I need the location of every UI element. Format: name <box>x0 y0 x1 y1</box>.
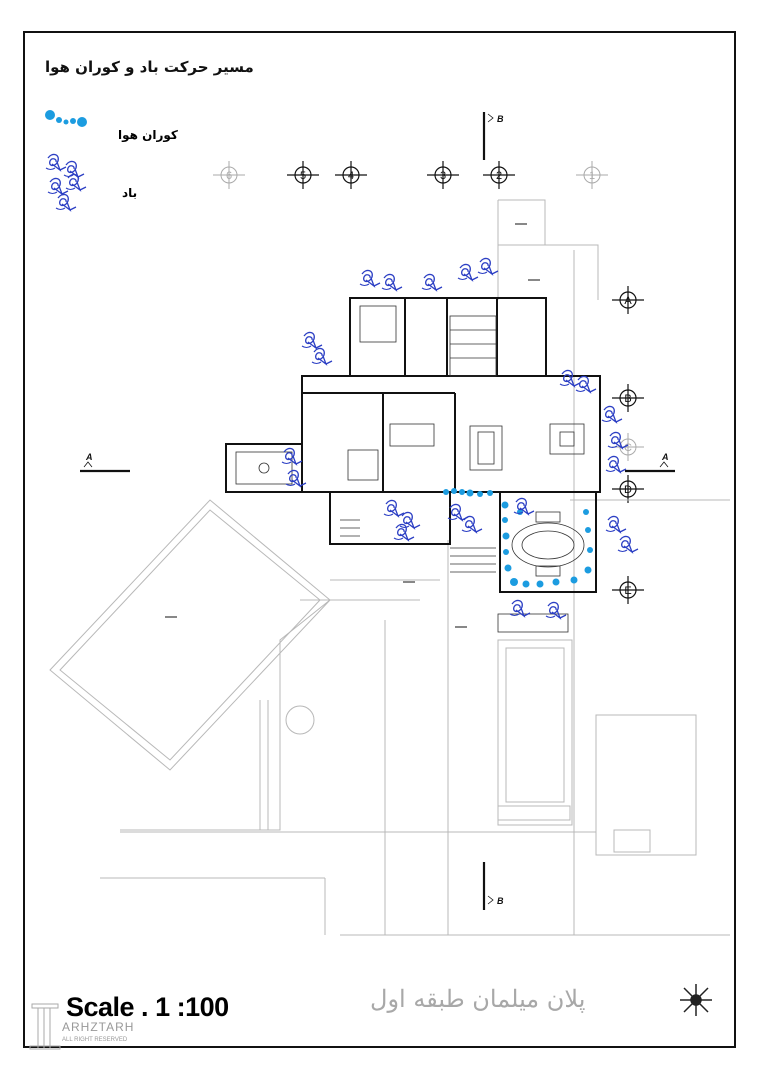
scale-label: Scale . 1 :100 <box>66 992 229 1022</box>
axis-col-1: 1 <box>589 170 595 182</box>
axis-col-4: 4 <box>348 170 354 182</box>
legend-wind-label: باد <box>122 186 138 200</box>
section-cut-markers <box>80 112 675 910</box>
air-current-path <box>443 488 593 588</box>
axis-col-5: 5 <box>300 170 306 182</box>
axis-row-e: E <box>624 585 631 597</box>
building-walls <box>225 297 601 593</box>
axis-row-c: C <box>624 442 632 454</box>
axis-col-6: 6 <box>226 170 232 182</box>
axis-row-a: A <box>624 295 632 307</box>
axis-row-d: D <box>624 484 632 496</box>
legend-air-current-icon <box>45 110 87 127</box>
section-label-a-left: A <box>85 452 93 462</box>
logo-subtitle: ALL RIGHT RESERVED <box>62 1037 128 1043</box>
axis-row-b: B <box>624 393 631 405</box>
legend-air-current-label: کوران هوا <box>118 128 178 142</box>
logo-icon <box>29 1003 61 1050</box>
column-axis-markers <box>213 161 608 189</box>
drawing-title: مسیر حرکت باد و کوران هوا <box>45 58 254 76</box>
axis-col-3: 3 <box>440 170 446 182</box>
legend-wind-icon <box>45 153 87 211</box>
axis-col-2: 2 <box>496 170 502 182</box>
plan-title: پلان میلمان طبقه اول <box>370 985 586 1013</box>
building-interior <box>235 305 585 633</box>
north-arrow-icon <box>680 984 712 1016</box>
section-label-b-bottom: B <box>497 896 504 906</box>
section-label-b-top: B <box>497 114 504 124</box>
logo-name: ARHZTARH <box>62 1020 135 1034</box>
row-axis-markers <box>612 286 644 604</box>
level-marks <box>165 223 540 628</box>
site-outlines <box>49 199 730 936</box>
section-label-a-right: A <box>661 452 669 462</box>
